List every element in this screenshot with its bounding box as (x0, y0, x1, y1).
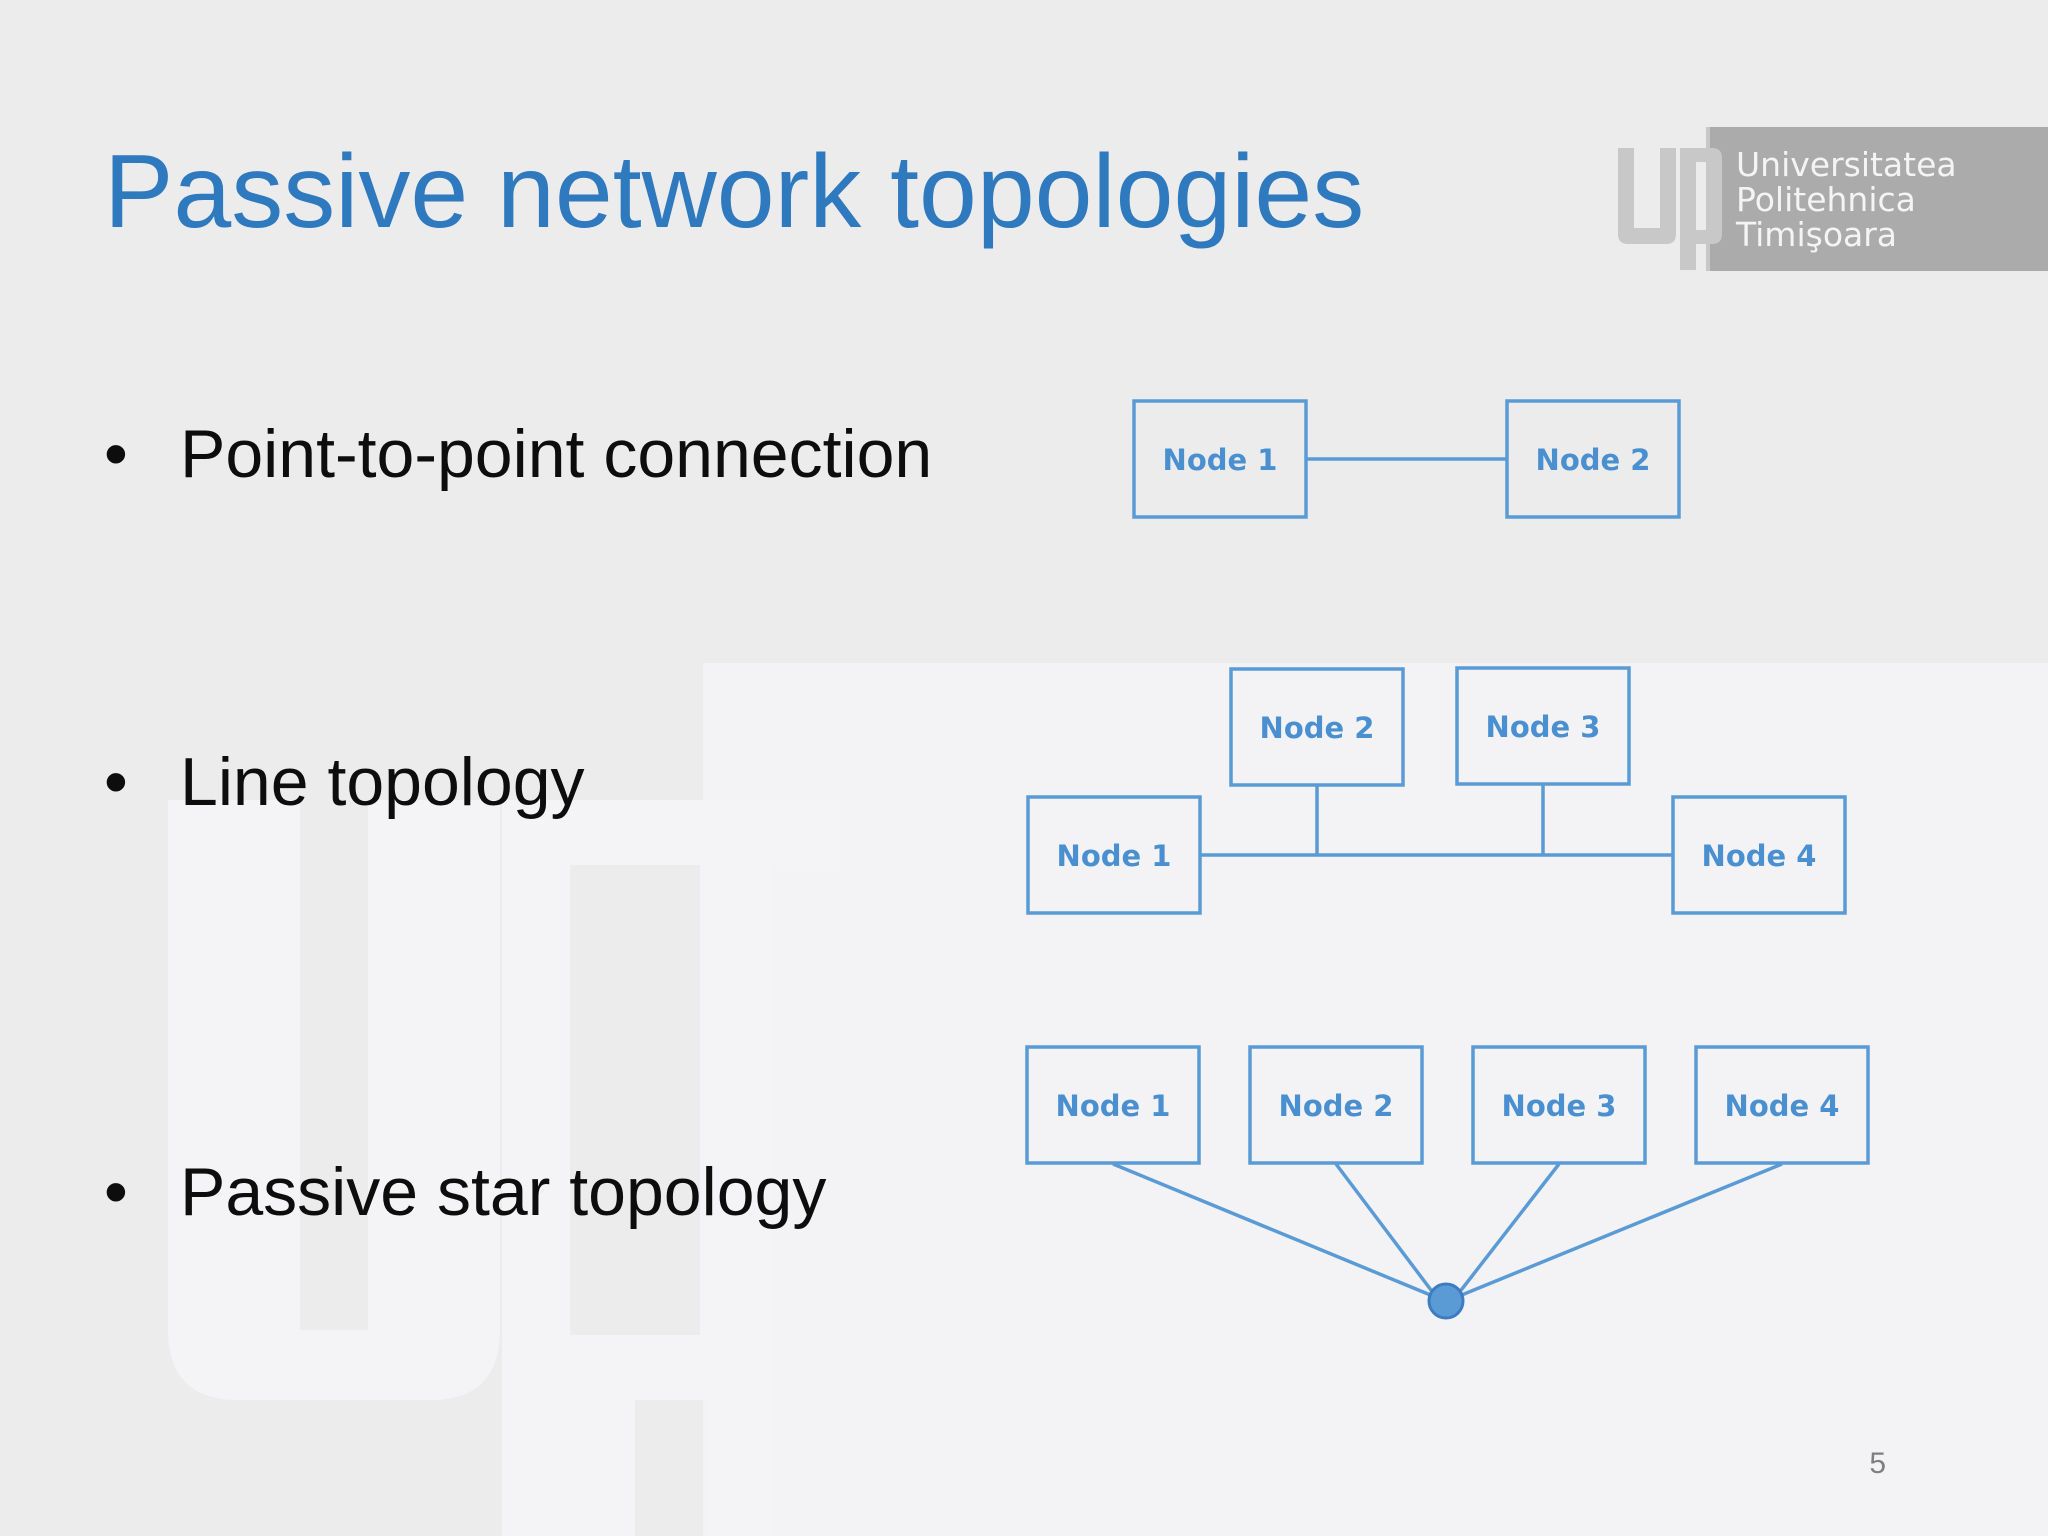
line-node-1: Node 1 (1026, 795, 1202, 915)
node-label: Node 3 (1502, 1089, 1617, 1123)
upt-watermark (168, 800, 840, 1536)
node-box (1455, 666, 1631, 786)
line-node-2: Node 2 (1229, 667, 1405, 787)
node-label: Node 2 (1536, 443, 1651, 477)
point-to-point-diagram: Node 1 Node 2 (1132, 399, 1681, 519)
bullet-passive-star: •Passive star topology (104, 1158, 826, 1226)
node-box (1248, 1045, 1424, 1165)
node-box (1694, 1045, 1870, 1165)
passive-star-diagram: Node 1 Node 2 Node 3 Node 4 (1025, 1045, 1870, 1320)
node-box (1132, 399, 1308, 519)
star-link-2 (1334, 1162, 1439, 1300)
star-link-4 (1446, 1162, 1783, 1303)
slide-title: Passive network topologies (104, 134, 1365, 250)
logo-line-3: Timişoara (1735, 215, 1897, 254)
node-box (1505, 399, 1681, 519)
p2p-node-1: Node 1 (1132, 399, 1308, 519)
node-label: Node 1 (1056, 1089, 1171, 1123)
node-box (1026, 795, 1202, 915)
star-node-2: Node 2 (1248, 1045, 1424, 1165)
node-label: Node 4 (1725, 1089, 1840, 1123)
star-node-4: Node 4 (1694, 1045, 1870, 1165)
star-link-3 (1453, 1162, 1561, 1300)
logo-u-letter (1618, 148, 1676, 244)
bullet-marker: • (104, 744, 128, 820)
bullet-text: Point-to-point connection (180, 416, 933, 492)
node-label: Node 2 (1279, 1089, 1394, 1123)
bullet-marker: • (104, 1154, 128, 1230)
node-label: Node 2 (1260, 711, 1375, 745)
star-node-1: Node 1 (1025, 1045, 1201, 1165)
node-box (1471, 1045, 1647, 1165)
lower-panel (703, 663, 2048, 1536)
star-link-1 (1112, 1162, 1446, 1303)
node-box (1025, 1045, 1201, 1165)
node-box (1671, 795, 1847, 915)
logo-line-2: Politehnica (1736, 180, 1916, 219)
bullet-text: Line topology (180, 744, 585, 820)
line-topology-diagram: Node 2 Node 3 Node 1 Node 4 (1026, 666, 1847, 915)
node-label: Node 4 (1702, 839, 1817, 873)
line-node-3: Node 3 (1455, 666, 1631, 786)
node-box (1229, 667, 1405, 787)
line-node-4: Node 4 (1671, 795, 1847, 915)
logo-line-1: Universitatea (1736, 145, 1957, 184)
node-label: Node 1 (1163, 443, 1278, 477)
bullet-point-to-point: •Point-to-point connection (104, 420, 932, 488)
logo-banner (1706, 127, 2048, 271)
p2p-node-2: Node 2 (1505, 399, 1681, 519)
logo-p-letter (1680, 148, 1722, 270)
university-logo: Universitatea Politehnica Timişoara (1618, 127, 2048, 271)
page-number: 5 (1869, 1447, 1886, 1480)
bullet-text: Passive star topology (180, 1154, 827, 1230)
star-hub (1427, 1282, 1465, 1320)
bullet-line-topology: •Line topology (104, 748, 585, 816)
logo-t-letter (1706, 127, 1710, 271)
star-node-3: Node 3 (1471, 1045, 1647, 1165)
node-label: Node 3 (1486, 710, 1601, 744)
node-label: Node 1 (1057, 839, 1172, 873)
bullet-marker: • (104, 416, 128, 492)
